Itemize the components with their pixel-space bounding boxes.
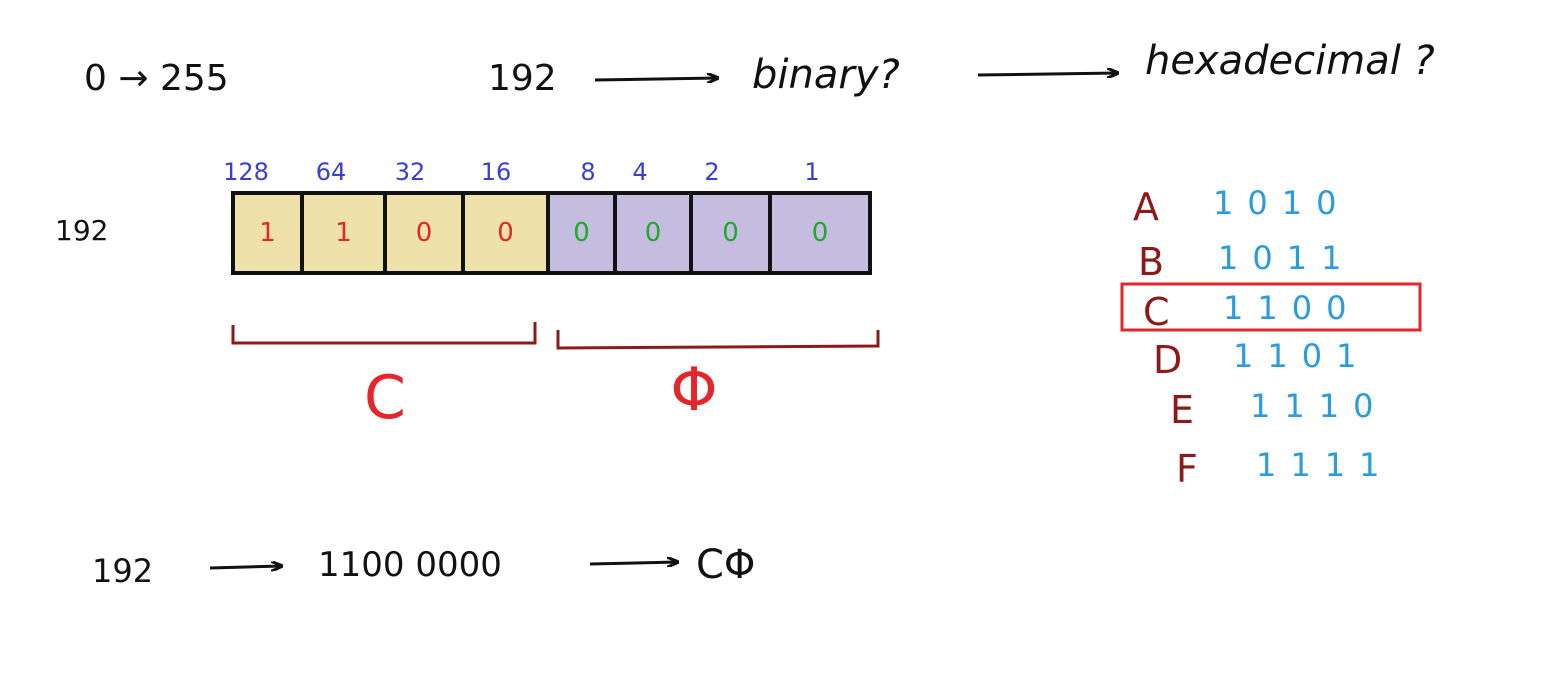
arrow-to-hex <box>977 73 1118 75</box>
binary-question: binary? <box>752 52 900 98</box>
summary-arrow-1 <box>209 566 282 568</box>
row-label: 192 <box>55 214 108 247</box>
bit-grid: 1 1 0 0 0 0 0 0 <box>231 191 872 275</box>
hex-letter: B <box>1138 240 1164 284</box>
bit-value: 0 <box>573 218 590 248</box>
place-value-label: 32 <box>395 158 426 186</box>
place-value-label: 8 <box>580 158 595 186</box>
bit-value: 1 <box>335 218 352 248</box>
highlight-box <box>1120 282 1422 332</box>
hex-binary: 1111 <box>1256 446 1393 484</box>
place-value-label: 2 <box>704 158 719 186</box>
high-nibble-brace <box>231 322 537 345</box>
hex-letter: C <box>1143 290 1170 334</box>
place-value-row: 128 64 32 16 8 4 2 1 <box>223 158 820 186</box>
hex-question: hexadecimal ? <box>1145 38 1435 84</box>
bit-value: 0 <box>722 218 739 248</box>
summary-decimal: 192 <box>92 552 153 590</box>
hex-binary: 1011 <box>1218 239 1355 277</box>
bit-value: 0 <box>812 218 829 248</box>
place-value-label: 4 <box>632 158 647 186</box>
hex-letter: E <box>1170 388 1194 432</box>
low-bit-cell <box>689 191 772 275</box>
high-bit-cell <box>231 191 304 275</box>
summary-line: 192 1100 0000 CΦ <box>92 542 755 590</box>
hex-letter: F <box>1176 447 1198 491</box>
bit-value: 0 <box>416 218 433 248</box>
range-text: 0 → 255 <box>84 58 229 99</box>
bit-value: 0 <box>497 218 514 248</box>
bit-value: 0 <box>645 218 662 248</box>
hex-binary: 1101 <box>1233 337 1370 375</box>
bit-value: 1 <box>259 218 276 248</box>
place-value-label: 64 <box>316 158 347 186</box>
summary-arrow-2 <box>589 562 678 564</box>
high-nibble-label: C <box>364 363 406 433</box>
place-value-label: 128 <box>223 158 269 186</box>
hex-binary: 1110 <box>1250 387 1387 425</box>
arrow-to-binary <box>594 78 718 80</box>
hex-letter: A <box>1133 185 1159 229</box>
low-bit-cell <box>546 191 617 275</box>
header-number: 192 <box>488 58 557 99</box>
place-value-label: 1 <box>804 158 819 186</box>
low-nibble-brace <box>556 330 880 350</box>
place-value-label: 16 <box>481 158 512 186</box>
hex-binary: 1010 <box>1213 184 1350 222</box>
summary-hex: CΦ <box>696 542 755 588</box>
high-bit-cell <box>300 191 387 275</box>
header: 0 → 255 192 binary? hexadecimal ? <box>84 38 1435 99</box>
hex-binary: 1100 <box>1223 289 1360 327</box>
summary-binary: 1100 0000 <box>318 545 502 585</box>
low-nibble-label: Φ <box>670 355 717 425</box>
hex-letter: D <box>1153 338 1182 382</box>
low-bit-cell <box>768 191 872 275</box>
high-bit-cell <box>383 191 465 275</box>
